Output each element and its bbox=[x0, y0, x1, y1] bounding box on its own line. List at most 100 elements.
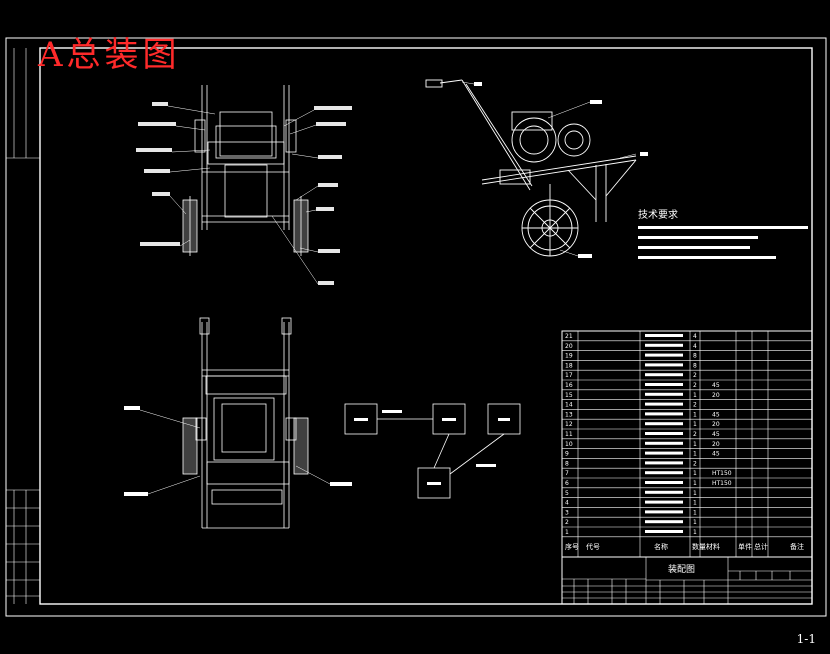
bom-row-qty: 1 bbox=[693, 519, 697, 526]
bom-row-name bbox=[645, 373, 683, 377]
bom-row-number: 2 bbox=[565, 519, 569, 526]
bom-row-material: 20 bbox=[712, 392, 720, 399]
bom-header-cell: 数量 bbox=[692, 542, 706, 551]
drawing-title: A总装图 bbox=[38, 35, 181, 75]
bom-row-qty: 2 bbox=[693, 460, 697, 467]
outer-border bbox=[5, 37, 827, 617]
bom-row-number: 16 bbox=[565, 382, 573, 389]
bottom-view-leaders bbox=[139, 409, 331, 495]
bom-header-cell: 材料 bbox=[706, 542, 720, 551]
bom-row-number: 18 bbox=[565, 362, 573, 369]
block-diagram bbox=[344, 403, 521, 499]
block-diagram-labels bbox=[354, 410, 510, 485]
bom-row-name bbox=[645, 490, 683, 494]
bom-row-name bbox=[645, 481, 683, 484]
side-view-leaders bbox=[461, 81, 637, 257]
bom-row-name bbox=[645, 383, 683, 386]
bom-row-qty: 1 bbox=[693, 470, 697, 477]
bom-row-qty: 2 bbox=[693, 431, 697, 438]
bom-row-qty: 1 bbox=[693, 421, 697, 428]
bom-header-cell: 备注 bbox=[790, 542, 804, 551]
bom-row-material: 45 bbox=[712, 382, 720, 389]
bom-row-number: 21 bbox=[565, 333, 573, 340]
bom-row-qty: 1 bbox=[693, 392, 697, 399]
bom-row-name bbox=[645, 451, 683, 455]
bom-row-number: 5 bbox=[565, 490, 569, 497]
bom-row-material: 45 bbox=[712, 451, 720, 458]
bom-row-qty: 4 bbox=[693, 333, 697, 340]
bom-row-number: 10 bbox=[565, 441, 573, 448]
bottom-view-labels bbox=[124, 406, 352, 496]
bom-row-number: 11 bbox=[565, 431, 573, 438]
bom-row-name bbox=[645, 500, 683, 504]
bom-row-qty: 8 bbox=[693, 362, 697, 369]
side-view-labels bbox=[474, 82, 648, 258]
bom-row-number: 17 bbox=[565, 372, 573, 379]
bom-row-material: HT150 bbox=[712, 480, 732, 487]
bom-row-material: 45 bbox=[712, 431, 720, 438]
front-view-leaders bbox=[167, 105, 319, 285]
bom-row-name bbox=[645, 392, 683, 396]
bom-header-cell: 名称 bbox=[654, 542, 668, 551]
bom-row-qty: 1 bbox=[693, 451, 697, 458]
tech-requirements-heading: 技术要求 bbox=[638, 210, 678, 221]
bom-row-qty: 4 bbox=[693, 343, 697, 350]
bom-header-cell: 单件 bbox=[738, 542, 752, 551]
bom-row-material: 20 bbox=[712, 421, 720, 428]
bom-row-number: 9 bbox=[565, 451, 569, 458]
bom-row-number: 7 bbox=[565, 470, 569, 477]
bom-row-material: HT150 bbox=[712, 470, 732, 477]
bom-row-qty: 2 bbox=[693, 372, 697, 379]
bom-row-number: 13 bbox=[565, 411, 573, 418]
bom-row-name bbox=[645, 471, 683, 475]
title-block bbox=[561, 556, 813, 605]
bom-row-name bbox=[645, 334, 683, 337]
side-view bbox=[425, 79, 637, 257]
bom-row-number: 20 bbox=[565, 343, 573, 350]
bom-row-material: 20 bbox=[712, 441, 720, 448]
bom-row-number: 6 bbox=[565, 480, 569, 487]
front-view bbox=[182, 85, 309, 256]
bom-row-qty: 1 bbox=[693, 480, 697, 487]
bom-row-name bbox=[645, 530, 683, 533]
bom-row-qty: 1 bbox=[693, 411, 697, 418]
bom-row-qty: 1 bbox=[693, 500, 697, 507]
bom-header-cell: 代号 bbox=[586, 542, 600, 551]
bom-row-qty: 1 bbox=[693, 441, 697, 448]
bom-row-qty: 1 bbox=[693, 529, 697, 536]
tech-requirements: 技术要求 bbox=[638, 210, 818, 268]
bom-row-qty: 1 bbox=[693, 490, 697, 497]
sheet-number: 1-1 bbox=[796, 632, 816, 646]
bom-row-name bbox=[645, 441, 683, 445]
bom-row-material: 45 bbox=[712, 411, 720, 418]
bom-row-name bbox=[645, 520, 683, 524]
bom-row-name bbox=[645, 353, 683, 357]
bom-row-number: 8 bbox=[565, 460, 569, 467]
bom-row-qty: 8 bbox=[693, 353, 697, 360]
bom-row-name bbox=[645, 343, 683, 347]
bom-row-number: 12 bbox=[565, 421, 573, 428]
bom-row-name bbox=[645, 402, 683, 406]
bom-row-number: 1 bbox=[565, 529, 569, 536]
bom-row-name bbox=[645, 432, 683, 435]
inner-frame bbox=[39, 47, 813, 605]
tech-requirements-text bbox=[638, 226, 808, 259]
bom-row-qty: 2 bbox=[693, 402, 697, 409]
bom-row-number: 3 bbox=[565, 509, 569, 516]
bom-row-number: 4 bbox=[565, 500, 569, 507]
bom-row-number: 14 bbox=[565, 402, 573, 409]
bom-header-cell: 总计 bbox=[754, 542, 768, 551]
bom-row-qty: 1 bbox=[693, 509, 697, 516]
bom-table bbox=[561, 330, 813, 558]
bom-row-name bbox=[645, 412, 683, 416]
bom-row-qty: 2 bbox=[693, 382, 697, 389]
left-margin-strip bbox=[6, 48, 40, 604]
title-block-name: 装配图 bbox=[668, 563, 695, 575]
bom-row-number: 19 bbox=[565, 353, 573, 360]
bom-row-name bbox=[645, 422, 683, 426]
bom-header-cell: 序号 bbox=[565, 542, 579, 551]
bom-row-name bbox=[645, 510, 683, 514]
bom-row-name bbox=[645, 363, 683, 367]
bottom-view bbox=[182, 317, 309, 529]
